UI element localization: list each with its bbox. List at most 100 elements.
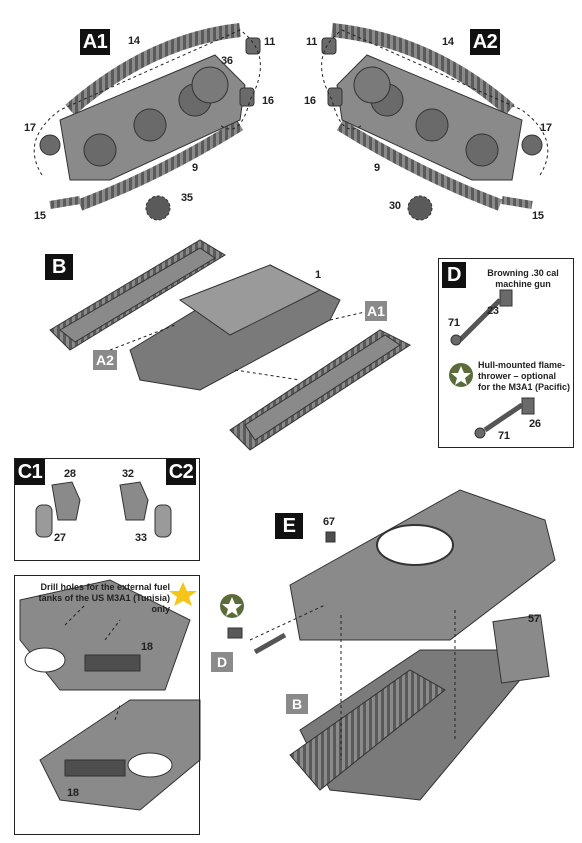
part-number: 16 (262, 95, 274, 107)
fuel-tank-note-line-1: Drill holes for the external fuel (40, 582, 170, 592)
fuel-drawing (19, 579, 201, 811)
d-part-71b (474, 427, 486, 439)
a1-part-11 (245, 37, 261, 55)
fuel-plate-b (64, 759, 126, 777)
fuel-drill-guide-2 (104, 619, 121, 641)
fuel-drill-guide-3 (114, 704, 121, 721)
fuel-hole-b (127, 752, 173, 778)
e-track (289, 669, 446, 791)
ref-d-badge: D (211, 652, 233, 672)
part-number: 36 (221, 55, 233, 67)
part-number: 17 (540, 122, 552, 134)
fuel-tank-note: Drill holes for the external fuel tanks … (32, 582, 170, 615)
d-drawing (450, 289, 535, 439)
a1-bogie-1 (83, 133, 117, 167)
c1-part-27 (35, 504, 53, 538)
a2-sprocket-17 (521, 134, 543, 156)
d-gun-barrel (458, 298, 502, 342)
part-number: 28 (64, 468, 76, 480)
ref-b-badge: B (286, 694, 308, 714)
fuel-tank-note-line-2: tanks of the US M3A1 (Tunisia) only (38, 593, 170, 614)
step-c2-badge: C2 (166, 459, 196, 485)
a1-wheel-35 (145, 195, 171, 221)
a1-part-16 (239, 87, 255, 107)
e-guide-3 (249, 604, 326, 641)
e-part-67 (325, 531, 336, 543)
step-a2-badge: A2 (470, 29, 500, 55)
a2-bogie-1 (465, 133, 499, 167)
a2-part-15 (501, 196, 533, 209)
d-part-23 (499, 289, 513, 307)
part-number: 23 (487, 305, 499, 317)
ref-a2-badge: A2 (93, 350, 117, 370)
fuel-part-18b (39, 699, 201, 811)
a1-lower-track (77, 119, 244, 211)
c1-part-28 (51, 481, 81, 521)
part-number: 33 (135, 532, 147, 544)
part-number: 27 (54, 532, 66, 544)
flamethrower-note-line-1: Hull-mounted flame- (478, 360, 565, 370)
a1-assembly (33, 23, 261, 221)
flamethrower-note: Hull-mounted flame- thrower – optional f… (478, 360, 572, 393)
fuel-box (14, 575, 200, 835)
a2-bogie-2 (415, 108, 449, 142)
step-e-badge: E (275, 513, 303, 539)
a2-wheel-30 (407, 195, 433, 221)
b-left-side (59, 247, 216, 343)
part-number: 1 (315, 269, 321, 281)
part-number: 57 (528, 613, 540, 625)
e-part-57 (492, 614, 550, 684)
e-flamethrower (253, 632, 287, 655)
part-number: 18 (141, 641, 153, 653)
b-guide-a1 (329, 311, 366, 321)
step-c1-badge: C1 (15, 459, 45, 485)
fuel-drill-guide-1 (64, 604, 86, 626)
part-number: 15 (532, 210, 544, 222)
d-part-71a (450, 334, 462, 346)
b-hull-top (178, 264, 322, 336)
part-number: 14 (128, 35, 140, 47)
a1-upper-track (65, 23, 241, 116)
c2-part-33 (154, 504, 172, 538)
browning-note-line-1: Browning .30 cal (487, 268, 559, 278)
c-box (14, 458, 200, 561)
part-number: 26 (529, 418, 541, 430)
c2-part-32 (119, 481, 149, 521)
part-number: 11 (306, 36, 318, 48)
part-number: 15 (34, 210, 46, 222)
fuel-plate-a (84, 654, 141, 672)
d-box (438, 258, 574, 448)
us-star-icon (449, 363, 473, 387)
part-number: 67 (323, 516, 335, 528)
part-number: 71 (498, 430, 510, 442)
part-number: 9 (192, 162, 198, 174)
b-assembly (49, 239, 412, 451)
part-number: 17 (24, 122, 36, 134)
a2-upper-track (331, 23, 515, 116)
part-number: 16 (304, 95, 316, 107)
e-mg-mount (227, 627, 243, 639)
fuel-hole-a (24, 647, 66, 673)
ref-a1-badge: A1 (365, 301, 387, 321)
a2-idler (353, 66, 391, 104)
a2-part-16 (327, 87, 343, 107)
a1-idler-36 (191, 66, 229, 104)
browning-note-line-2: machine gun (495, 279, 551, 289)
a2-assembly (321, 23, 549, 221)
c-drawings (35, 481, 172, 538)
step-a1-badge: A1 (80, 29, 110, 55)
part-number: 30 (389, 200, 401, 212)
part-number: 71 (448, 317, 460, 329)
gold-star-icon (169, 582, 197, 606)
e-turret-ring (376, 524, 454, 566)
a2-lower-track (336, 119, 503, 211)
step-d-badge: D (442, 262, 466, 288)
part-number: 11 (264, 36, 276, 48)
part-number: 9 (374, 162, 380, 174)
d-flame-barrel (483, 402, 524, 433)
flamethrower-note-line-2: thrower – optional (478, 371, 557, 381)
a1-part-15 (49, 196, 81, 209)
browning-note: Browning .30 cal machine gun (478, 268, 568, 290)
a1-bogie-2 (133, 108, 167, 142)
